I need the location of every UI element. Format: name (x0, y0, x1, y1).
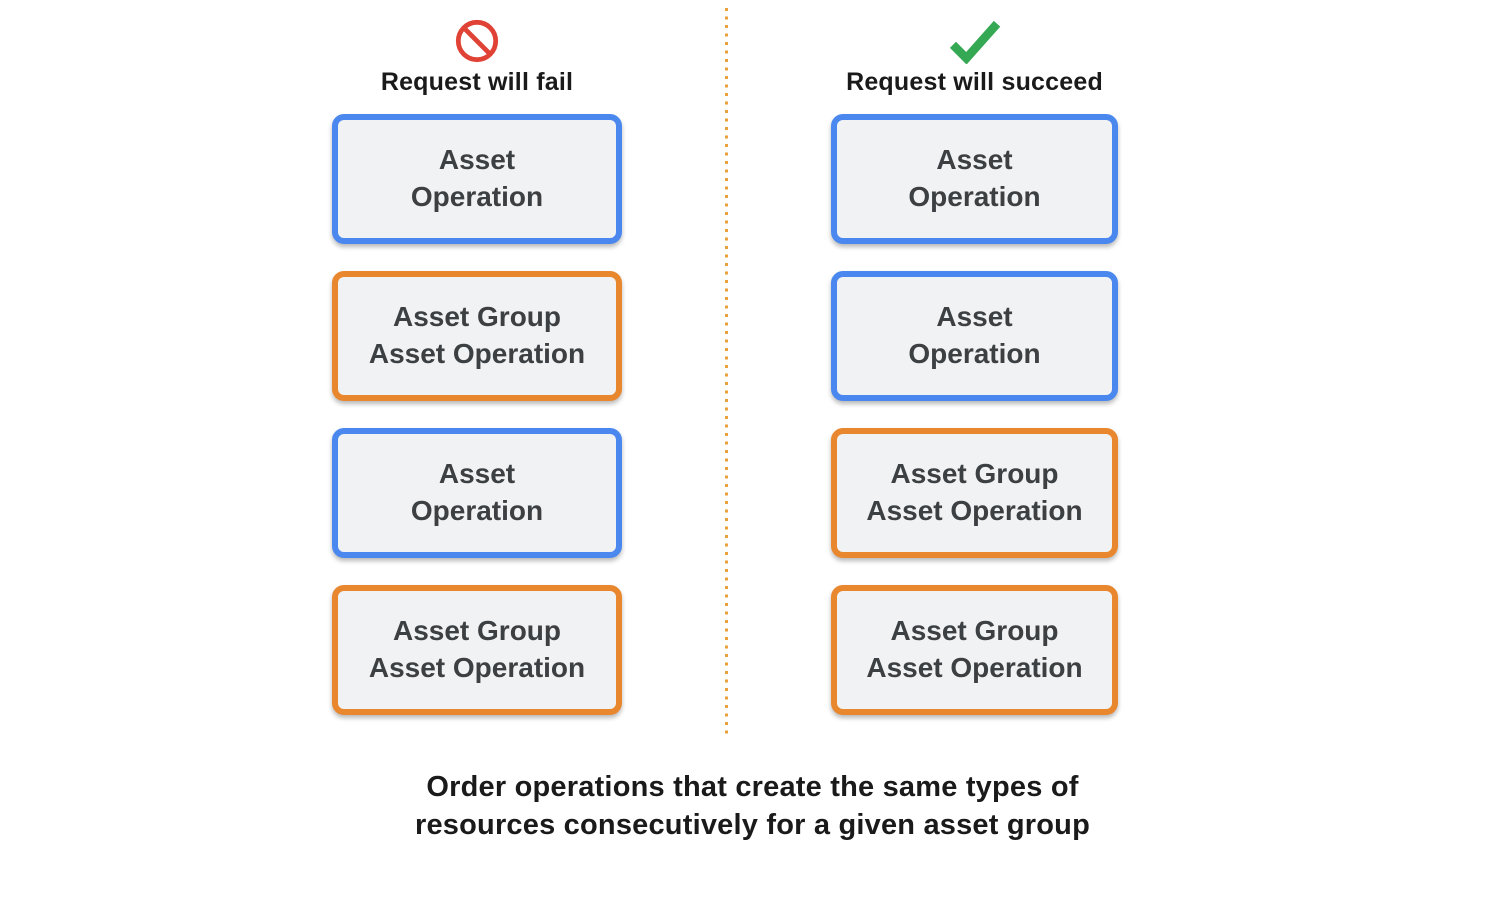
box-label: Asset Group Asset Operation (368, 301, 586, 369)
column-title-succeed: Request will succeed (846, 68, 1103, 96)
asset-operation-box: Asset Operation (332, 428, 622, 558)
asset-operation-box: Asset Operation (831, 114, 1118, 244)
column-title-fail: Request will fail (380, 68, 574, 96)
asset-group-asset-operation-box: Asset Group Asset Operation (831, 585, 1118, 715)
asset-group-asset-operation-box: Asset Group Asset Operation (332, 271, 622, 401)
box-label: Asset Operation (410, 144, 544, 212)
asset-operation-box: Asset Operation (332, 114, 622, 244)
box-label: Asset Group Asset Operation (368, 615, 586, 683)
asset-group-asset-operation-box: Asset Group Asset Operation (332, 585, 622, 715)
checkmark-icon (946, 16, 1004, 66)
blocked-icon-circle (455, 19, 499, 63)
column-divider (725, 8, 728, 738)
box-label: Asset Group Asset Operation (866, 458, 1083, 526)
box-label: Asset Operation (908, 301, 1041, 369)
checkmark-icon-path (949, 20, 1000, 64)
box-label: Asset Operation (908, 144, 1041, 212)
blocked-icon (454, 16, 500, 66)
request-fail-column: Request will fail Asset Operation Asset … (332, 16, 622, 742)
box-label: Asset Operation (410, 458, 544, 526)
asset-operation-box: Asset Operation (831, 271, 1118, 401)
request-succeed-column: Request will succeed Asset Operation Ass… (831, 16, 1118, 742)
box-label: Asset Group Asset Operation (866, 615, 1083, 683)
caption: Order operations that create the same ty… (414, 771, 1091, 841)
asset-group-asset-operation-box: Asset Group Asset Operation (831, 428, 1118, 558)
blocked-icon-slash (462, 26, 492, 56)
